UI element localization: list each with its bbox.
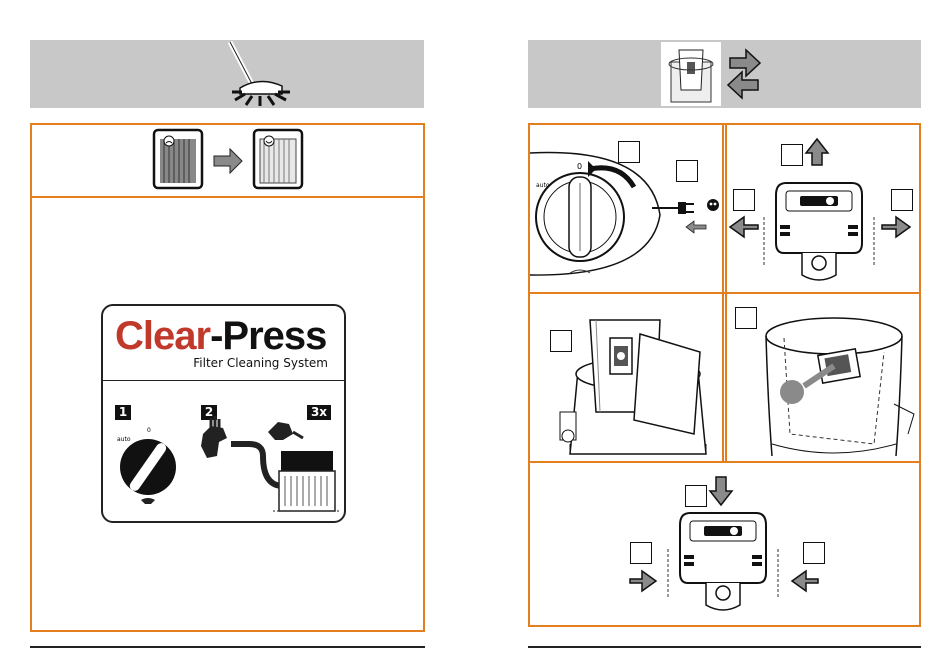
panel-bag-in-container	[722, 292, 921, 463]
panel-unplug: 0 auto	[528, 123, 727, 294]
svg-text:auto: auto	[117, 436, 131, 443]
hose-and-filter-icon	[231, 444, 341, 511]
dirty-filter-icon	[154, 130, 202, 188]
panel-refit-head	[528, 461, 921, 627]
swap-arrows-icon	[528, 40, 921, 108]
floor-brush-icon	[30, 40, 424, 108]
container-bag-illustration	[724, 294, 919, 461]
panel-insert-bag	[528, 292, 727, 463]
hand-icon	[201, 416, 227, 458]
left-instruction-box: Clear-Press Filter Cleaning System 1 2 3…	[30, 123, 425, 632]
right-header-band	[528, 40, 921, 108]
filter-cleaning-icons	[32, 125, 423, 197]
head-refit-illustration	[530, 463, 919, 625]
clear-press-sign: Clear-Press Filter Cleaning System 1 2 3…	[101, 304, 346, 523]
dial-auto-label: auto	[536, 182, 550, 189]
pressing-hand-icon	[268, 422, 303, 440]
dial-zero-label: 0	[577, 162, 582, 171]
panel-remove-head	[722, 123, 921, 294]
right-footer-rule	[528, 646, 921, 648]
head-lift-illustration	[724, 125, 919, 292]
arrow-right-icon	[214, 149, 242, 173]
clean-filter-icon	[254, 130, 302, 188]
suction-dial-icon: auto 0	[117, 427, 176, 504]
dial-and-plug-illustration: 0 auto	[530, 125, 725, 292]
left-footer-rule	[30, 646, 425, 648]
left-header-band	[30, 40, 424, 108]
bag-insert-illustration	[530, 294, 725, 461]
clear-press-steps-illustration: auto 0	[103, 306, 344, 521]
svg-text:0: 0	[147, 427, 151, 434]
